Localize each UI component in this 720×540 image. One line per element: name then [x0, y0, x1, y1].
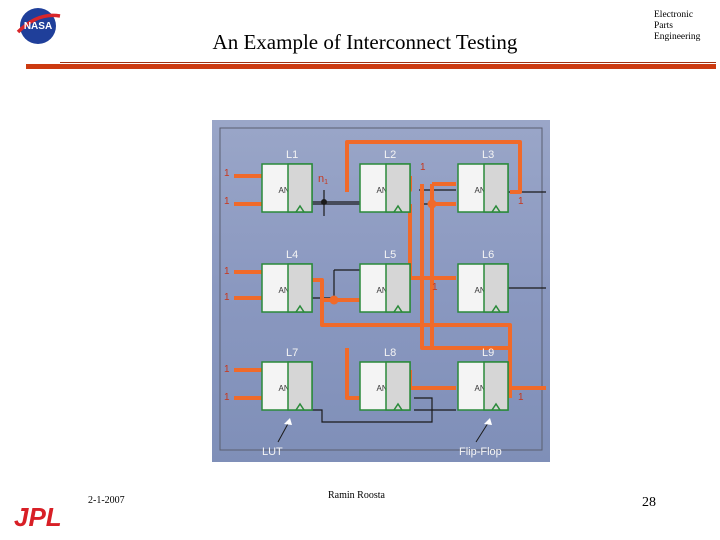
group-name-line: Parts: [654, 21, 673, 31]
clock-icon: [393, 304, 403, 313]
input-one: 1: [518, 392, 524, 403]
net-label: n1: [318, 173, 328, 186]
flip-flop-box: [385, 163, 411, 213]
gate-label: AND: [377, 286, 394, 295]
callout-arrowhead: [284, 418, 292, 425]
callout-arrowhead: [484, 418, 492, 425]
flip-flop-box: [287, 263, 313, 313]
group-name: Electronic Parts Engineering: [654, 10, 700, 43]
block-label: L2: [384, 149, 396, 161]
block-label: L4: [286, 249, 298, 261]
logic-blocks: L1ANDL2ANDL3ANDL4ANDL5ANDL6ANDL7ANDL8AND…: [261, 149, 509, 411]
input-one: 1: [224, 392, 230, 403]
gate-label: AND: [377, 384, 394, 393]
clock-icon: [295, 402, 305, 411]
input-one: 1: [224, 168, 230, 179]
gate-label: AND: [475, 384, 492, 393]
jpl-logo: JPL: [14, 502, 62, 530]
clock-icon: [295, 204, 305, 213]
clock-icon: [295, 304, 305, 313]
input-one: 1: [224, 364, 230, 375]
gate-label: AND: [279, 286, 296, 295]
clock-icon: [491, 204, 501, 213]
block-label: L6: [482, 249, 494, 261]
flip-flop-box: [483, 163, 509, 213]
flip-flop-box: [385, 263, 411, 313]
svg-text:NASA: NASA: [24, 21, 52, 32]
clock-icon: [491, 402, 501, 411]
flip-flop-box: [483, 361, 509, 411]
clock-icon: [393, 402, 403, 411]
block-label: L3: [482, 149, 494, 161]
flip-flop-box: [287, 163, 313, 213]
input-one: 1: [224, 266, 230, 277]
group-name-line: Electronic: [654, 10, 694, 20]
block-label: L1: [286, 149, 298, 161]
lut-label: LUT: [262, 446, 283, 458]
input-one: 1: [224, 292, 230, 303]
input-one: 1: [224, 196, 230, 207]
footer-date: 2-1-2007: [88, 495, 125, 506]
input-one: 1: [432, 282, 438, 293]
gate-label: AND: [279, 186, 296, 195]
flip-flop-box: [483, 263, 509, 313]
block-label: L5: [384, 249, 396, 261]
header-rule-thin: [60, 62, 716, 63]
wire-junctions: [329, 199, 437, 305]
gate-label: AND: [377, 186, 394, 195]
interconnect-diagram: 1 1 1 1 1 1 1 1 1 1 n1 L1ANDL2ANDL3ANDL4…: [212, 120, 550, 462]
footer-author: Ramin Roosta: [328, 490, 385, 501]
flip-flop-box: [287, 361, 313, 411]
block-label: L9: [482, 347, 494, 359]
flip-flop-box: [385, 361, 411, 411]
svg-text:JPL: JPL: [14, 502, 62, 530]
clock-icon: [491, 304, 501, 313]
header-rule: [26, 64, 716, 69]
diagram-frame: [219, 127, 543, 451]
gate-label: AND: [475, 186, 492, 195]
group-name-line: Engineering: [654, 32, 701, 42]
input-one: 1: [420, 162, 426, 173]
page-number: 28: [642, 495, 656, 510]
block-label: L7: [286, 347, 298, 359]
input-labels: 1 1 1 1 1 1 1 1 1 1: [224, 162, 524, 403]
block-label: L8: [384, 347, 396, 359]
slide-title: An Example of Interconnect Testing: [212, 30, 518, 54]
ff-label: Flip-Flop: [459, 446, 502, 458]
gate-label: AND: [475, 286, 492, 295]
input-one: 1: [518, 196, 524, 207]
gate-label: AND: [279, 384, 296, 393]
clock-icon: [393, 204, 403, 213]
nasa-logo: NASA: [16, 8, 61, 44]
net-junction: [321, 199, 327, 205]
